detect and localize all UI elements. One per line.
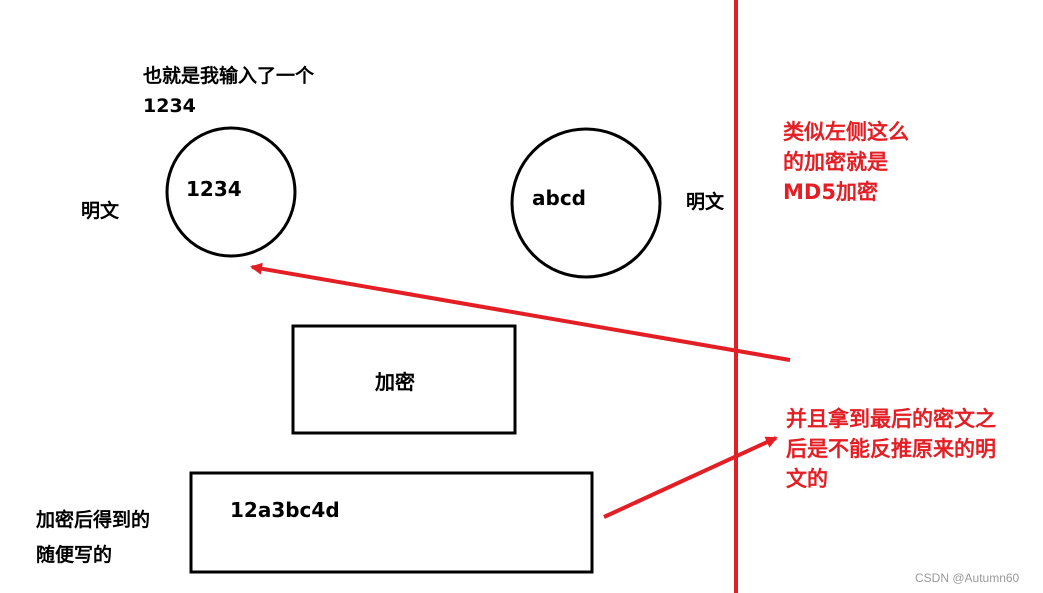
plaintext-circle-left (165, 126, 297, 258)
cipher-box-text: 12a3bc4d (230, 498, 340, 522)
watermark: CSDN @Autumn60 (915, 571, 1020, 585)
irreversible-note-line2: 后是不能反推原来的明 (786, 437, 996, 461)
arrow-to-circle (250, 262, 791, 362)
plaintext-label-right: 明文 (686, 191, 725, 213)
encrypt-box (291, 324, 517, 435)
md5-note-line1: 类似左侧这么 (783, 120, 909, 144)
cipher-box (189, 471, 594, 574)
input-note: 也就是我输入了一个 (143, 65, 315, 87)
circle-right-text: abcd (532, 186, 586, 210)
plaintext-circle-right (510, 127, 662, 279)
arrow-to-note (603, 436, 778, 519)
cipher-note-line2: 随便写的 (36, 544, 113, 566)
plaintext-label-left: 明文 (81, 200, 120, 222)
irreversible-note-line1: 并且拿到最后的密文之 (786, 407, 996, 431)
circle-left-text: 1234 (186, 177, 242, 201)
md5-note-line2: 的加密就是 (783, 150, 888, 174)
cipher-note-line1: 加密后得到的 (36, 509, 151, 531)
irreversible-note-line3: 文的 (786, 467, 828, 491)
encrypt-box-text: 加密 (375, 370, 415, 394)
md5-note-line3: MD5加密 (783, 180, 878, 204)
input-value: 1234 (143, 95, 196, 117)
